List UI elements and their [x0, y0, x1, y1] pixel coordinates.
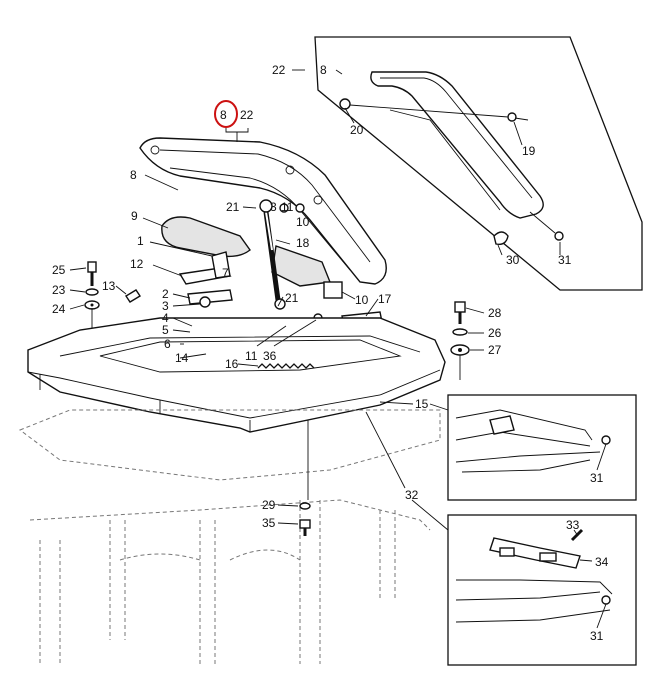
detail-1-rails — [455, 409, 611, 473]
callout-27: 27 — [488, 343, 502, 357]
callout-3-lower: 3 — [162, 299, 169, 313]
callout-32: 32 — [405, 488, 419, 502]
latch-spring — [257, 363, 315, 369]
callout-8-left: 8 — [130, 168, 137, 182]
callout-17: 17 — [378, 292, 392, 306]
callout-10-lower: 10 — [355, 293, 369, 307]
callout-16: 16 — [225, 357, 239, 371]
callout-21-lower: 21 — [285, 291, 299, 305]
hatch-seal — [161, 216, 251, 258]
gas-strut — [259, 199, 286, 310]
callout-21-upper: 21 — [226, 200, 240, 214]
callout-31-detail2: 31 — [590, 629, 604, 643]
detail-box-1 — [447, 394, 637, 501]
highlight-circle — [214, 100, 238, 128]
callout-15: 15 — [415, 397, 429, 411]
callout-5: 5 — [162, 323, 169, 337]
callout-18: 18 — [296, 236, 310, 250]
callout-31-detail1: 31 — [590, 471, 604, 485]
callout-1: 1 — [137, 234, 144, 248]
callout-31-inset: 31 — [558, 253, 572, 267]
callout-7: 7 — [222, 266, 229, 280]
callout-34: 34 — [595, 555, 609, 569]
callout-6: 6 — [164, 337, 171, 351]
right-bolt-stack — [450, 301, 470, 380]
callout-2: 2 — [162, 287, 169, 301]
callout-11-lower: 11 — [245, 349, 258, 363]
callout-11-upper: 11 — [281, 200, 294, 214]
callout-3-upper: 3 — [270, 200, 277, 214]
callout-13: 13 — [102, 279, 116, 293]
callout-26: 26 — [488, 326, 502, 340]
callout-8-top: 8 — [220, 108, 227, 122]
callout-33: 33 — [566, 518, 580, 532]
callout-24: 24 — [52, 302, 66, 316]
left-bolt-stack — [84, 261, 141, 335]
callout-35: 35 — [262, 516, 276, 530]
callout-4: 4 — [162, 311, 169, 325]
inset-hatch-frame — [339, 71, 564, 246]
callout-30: 30 — [506, 253, 520, 267]
inset-hatch-detail — [314, 36, 643, 291]
callout-28: 28 — [488, 306, 502, 320]
callout-25: 25 — [52, 263, 66, 277]
lower-bolt — [299, 502, 311, 536]
callout-14: 14 — [175, 351, 189, 365]
cab-frame — [18, 409, 441, 664]
callout-19: 19 — [522, 144, 536, 158]
roof-panel — [27, 317, 446, 433]
callout-22-top: 22 — [240, 108, 254, 122]
callout-22-inset: 22 — [272, 63, 286, 77]
detail-2-rails — [455, 528, 613, 623]
hatch-seal-right — [271, 245, 331, 287]
callout-12: 12 — [130, 257, 144, 271]
callout-29: 29 — [262, 498, 276, 512]
callout-labels: 8 22 22 8 20 19 30 31 8 9 1 12 13 25 23 … — [52, 63, 609, 643]
callout-23: 23 — [52, 283, 66, 297]
callout-10-upper: 10 — [296, 215, 310, 229]
callout-36: 36 — [263, 349, 277, 363]
callout-9: 9 — [131, 209, 138, 223]
callout-20: 20 — [350, 123, 364, 137]
leader-lines — [69, 69, 607, 629]
callout-8-inset: 8 — [320, 63, 327, 77]
detail-box-2 — [447, 514, 637, 666]
